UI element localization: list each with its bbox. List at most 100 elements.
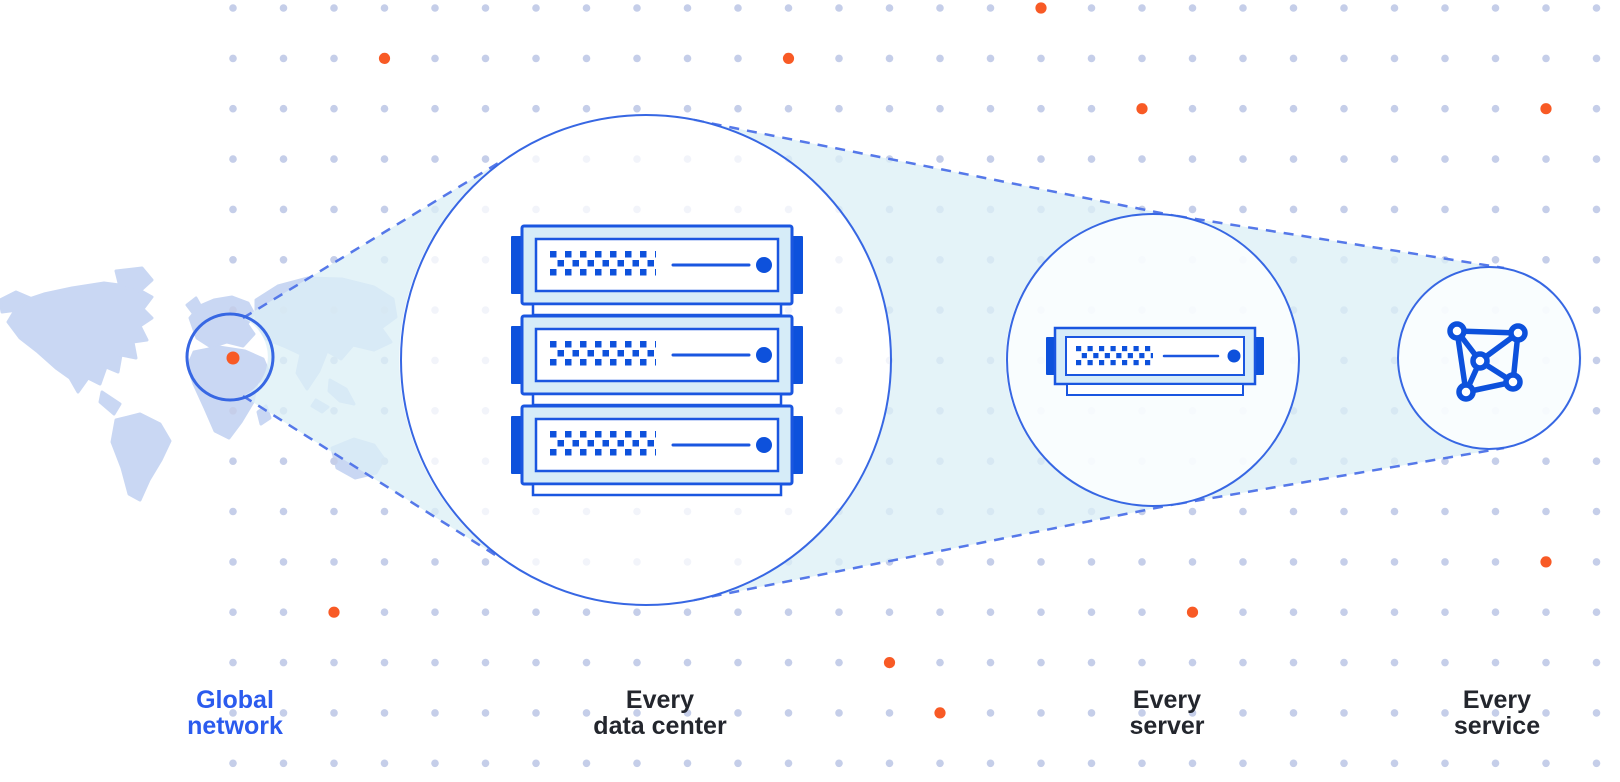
grid-dot xyxy=(532,608,540,616)
grid-dot xyxy=(885,608,894,616)
grid-dot xyxy=(229,558,237,566)
grid-dot xyxy=(229,54,237,63)
grid-dot xyxy=(936,608,944,616)
grid-dot xyxy=(1441,457,1449,466)
grid-dot xyxy=(330,658,338,667)
grid-dot xyxy=(1289,4,1298,12)
grid-dot xyxy=(1138,709,1146,717)
grid-dot xyxy=(1542,255,1550,264)
grid-dot xyxy=(986,155,995,163)
grid-dot-orange xyxy=(378,52,391,64)
grid-dot-orange xyxy=(1540,556,1552,568)
grid-dot xyxy=(532,104,540,113)
grid-dot xyxy=(431,4,439,12)
cone-datacenter-to-server xyxy=(694,120,1181,600)
label-line: Global xyxy=(196,686,274,714)
grid-dot xyxy=(784,709,793,717)
grid-dot xyxy=(1239,759,1247,768)
grid-dot xyxy=(330,507,338,516)
label-line: data center xyxy=(593,712,727,740)
grid-dot xyxy=(582,4,591,12)
grid-dot xyxy=(1188,507,1197,516)
grid-dot-orange xyxy=(782,52,795,64)
grid-dot xyxy=(229,507,237,516)
grid-dot xyxy=(1340,507,1348,516)
grid-dot xyxy=(1542,709,1550,717)
grid-dot xyxy=(1340,709,1348,717)
cone-map-to-datacenter xyxy=(243,162,500,558)
grid-dot xyxy=(279,457,288,466)
grid-dot xyxy=(532,709,540,717)
grid-dot xyxy=(1239,205,1247,214)
grid-dot xyxy=(1441,608,1449,616)
grid-dot xyxy=(1592,658,1601,667)
grid-dot xyxy=(734,104,742,113)
grid-dot xyxy=(380,155,389,163)
grid-dot xyxy=(784,759,793,768)
label-every-server: Every server xyxy=(1129,687,1204,739)
grid-dot xyxy=(1037,54,1045,63)
grid-dot xyxy=(380,4,389,12)
grid-dot xyxy=(229,608,237,616)
grid-dot xyxy=(936,558,944,566)
label-line: Every xyxy=(1132,686,1202,714)
grid-dot xyxy=(1289,759,1298,768)
label-line: network xyxy=(187,712,283,740)
grid-dot xyxy=(936,759,944,768)
grid-dot xyxy=(1441,658,1449,667)
grid-dot xyxy=(1087,709,1096,717)
grid-dot xyxy=(1491,457,1500,466)
grid-dot xyxy=(582,709,591,717)
grid-dot xyxy=(683,658,692,667)
grid-dot xyxy=(1390,205,1399,214)
grid-dot xyxy=(1037,608,1045,616)
grid-dot xyxy=(1441,558,1449,566)
grid-dot xyxy=(1340,155,1348,163)
grid-dot xyxy=(885,4,894,12)
grid-dot xyxy=(1592,104,1601,113)
grid-dot xyxy=(481,4,490,12)
grid-dot-orange xyxy=(1136,103,1148,115)
grid-dot xyxy=(1592,306,1601,314)
grid-dot xyxy=(582,104,591,113)
grid-dot xyxy=(885,759,894,768)
grid-dot xyxy=(1138,658,1146,667)
grid-dot xyxy=(330,54,338,63)
grid-dot xyxy=(734,759,742,768)
grid-dot xyxy=(1491,709,1500,717)
grid-dot xyxy=(1491,255,1500,264)
grid-dot xyxy=(431,709,439,717)
grid-dot xyxy=(1542,457,1550,466)
grid-dot xyxy=(1239,658,1247,667)
grid-dot xyxy=(1037,759,1045,768)
map-north-america xyxy=(6,281,154,394)
grid-dot xyxy=(1390,104,1399,113)
grid-dot xyxy=(279,709,288,717)
grid-dot-orange xyxy=(883,657,896,669)
grid-dot xyxy=(481,759,490,768)
grid-dot-orange xyxy=(1035,2,1047,14)
grid-dot xyxy=(229,407,237,415)
grid-dot xyxy=(1441,155,1449,163)
grid-dot xyxy=(229,205,237,214)
grid-dot xyxy=(835,759,843,768)
grid-dot xyxy=(1340,104,1348,113)
dashed-line-bottom-3 xyxy=(1176,446,1505,506)
grid-dot xyxy=(1491,608,1500,616)
grid-dot xyxy=(1390,558,1399,566)
map-greenland xyxy=(114,266,154,293)
grid-dot xyxy=(1592,155,1601,163)
grid-dot xyxy=(1390,54,1399,63)
grid-dot xyxy=(1491,759,1500,768)
label-every-service: Every service xyxy=(1454,687,1540,739)
grid-dot xyxy=(1491,4,1500,12)
grid-dot xyxy=(1390,608,1399,616)
grid-dot xyxy=(835,54,843,63)
grid-dot xyxy=(330,558,338,566)
grid-dot xyxy=(1390,4,1399,12)
grid-dot xyxy=(1138,54,1146,63)
grid-dot xyxy=(279,104,288,113)
stage-global-network xyxy=(185,312,275,402)
grid-dot xyxy=(1087,759,1096,768)
grid-dot xyxy=(1542,608,1550,616)
